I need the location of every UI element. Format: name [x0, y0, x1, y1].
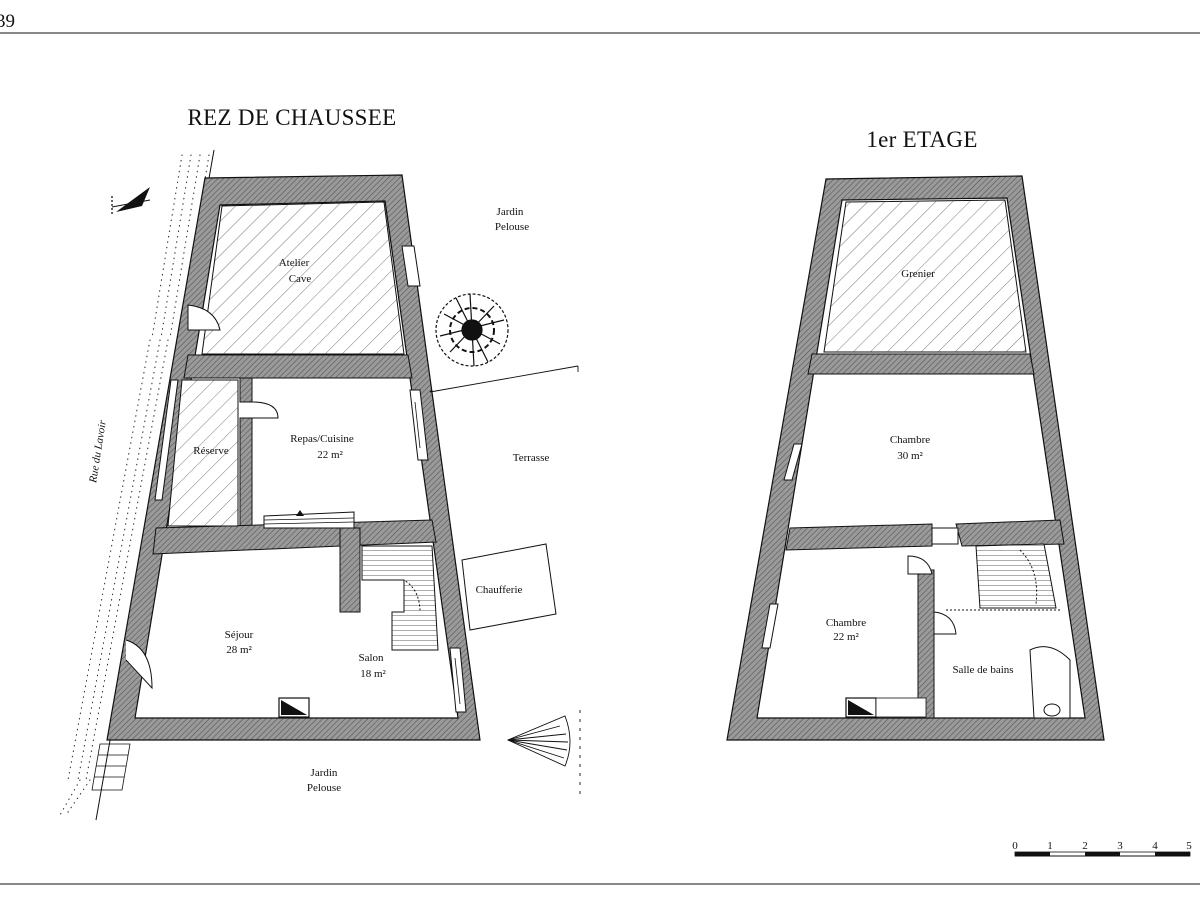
- first-floor-outer-walls: [726, 175, 1105, 741]
- jardin-top-label: Jardin: [497, 206, 524, 218]
- grenier-label: Grenier: [901, 268, 935, 280]
- salle-de-bains-label: Salle de bains: [952, 664, 1013, 676]
- atelier-label: Atelier: [279, 257, 310, 269]
- first-floor-staircase: [946, 543, 1060, 611]
- reserve-room: [167, 379, 239, 527]
- sejour-area-label: 28 m²: [226, 644, 252, 656]
- chambre-1-label: Chambre: [890, 434, 930, 446]
- ground-floor-staircase: [361, 545, 439, 651]
- repas-cuisine-label: Repas/Cuisine: [290, 433, 354, 445]
- ground-floor-title: REZ DE CHAUSSEE: [188, 105, 397, 130]
- north-arrow-icon: [111, 187, 151, 216]
- sejour-label: Séjour: [225, 629, 254, 641]
- first-floor-title: 1er ETAGE: [866, 127, 977, 152]
- bathroom-fixtures: [1029, 646, 1071, 719]
- street-name-label: Rue du Lavoir: [87, 419, 109, 485]
- doors-first: [907, 527, 959, 635]
- reserve-label: Réserve: [193, 445, 229, 457]
- entrance-step: [91, 743, 131, 791]
- jardin-bottom-label: Jardin: [311, 767, 338, 779]
- windows-first: [761, 443, 803, 649]
- tree-icon: [435, 293, 509, 367]
- pelouse-top-label: Pelouse: [495, 221, 529, 233]
- chambre-2-label: Chambre: [826, 617, 866, 629]
- scale-tick-0: 0: [1012, 840, 1018, 852]
- window-arrows: [414, 401, 461, 705]
- terrasse-label: Terrasse: [513, 452, 550, 464]
- kitchen-steps: [263, 510, 355, 529]
- scale-tick-1: 1: [1047, 840, 1053, 852]
- scale-tick-2: 2: [1082, 840, 1088, 852]
- pelouse-bottom-label: Pelouse: [307, 782, 341, 794]
- scale-tick-5: 5: [1186, 840, 1192, 852]
- ground-floor-interior-walls: [152, 245, 437, 613]
- scale-tick-3: 3: [1117, 840, 1123, 852]
- page-number: 39: [0, 11, 15, 32]
- atelier-cave-room: [201, 201, 405, 355]
- windows-ground: [154, 379, 467, 713]
- first-fireplace-icon: [845, 697, 927, 718]
- outdoor-fan-steps: [506, 715, 571, 767]
- salon-area-label: 18 m²: [360, 668, 386, 680]
- salon-label: Salon: [358, 652, 384, 664]
- chambre-1-area-label: 30 m²: [897, 450, 923, 462]
- chaufferie-room: [461, 543, 557, 631]
- chambre-2-area-label: 22 m²: [833, 631, 859, 643]
- terrasse-outline: [429, 365, 581, 798]
- cave-label: Cave: [289, 273, 312, 285]
- scale-tick-4: 4: [1152, 840, 1158, 852]
- ground-fireplace-icon: [278, 697, 310, 718]
- first-floor-interior-walls: [785, 353, 1065, 719]
- chaufferie-label: Chaufferie: [476, 584, 523, 596]
- doors-ground: [125, 304, 279, 690]
- scale-bar: [1014, 851, 1191, 857]
- repas-area-label: 22 m²: [317, 449, 343, 461]
- grenier-room: [823, 199, 1027, 353]
